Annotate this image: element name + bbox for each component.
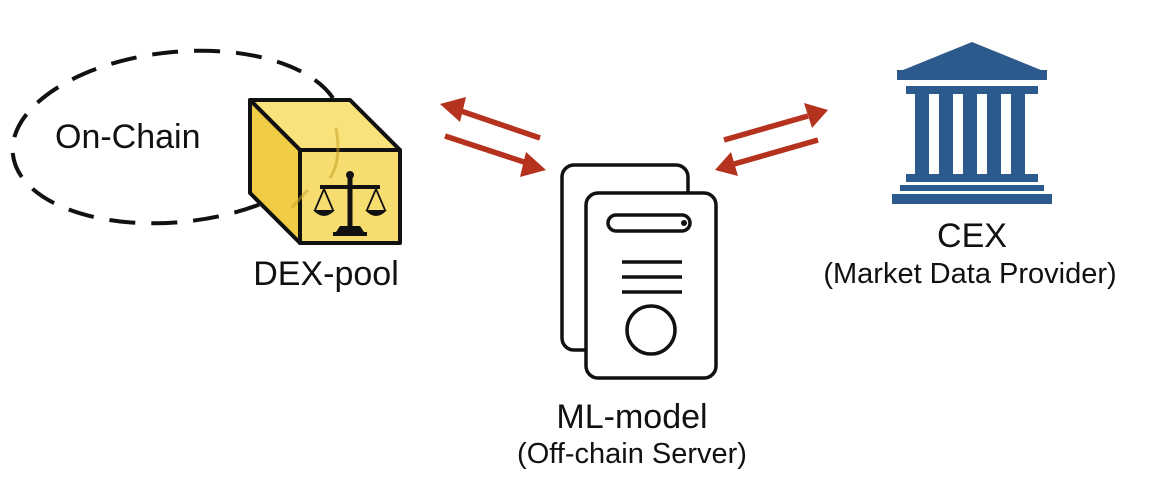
ml-model-sublabel: (Off-chain Server): [517, 438, 747, 470]
cex-label: CEX: [937, 217, 1007, 255]
arrow-dex-to-ml: [444, 133, 546, 177]
arrow-ml-to-cex: [723, 103, 828, 143]
ml-cex-bidirectional-arrows: [715, 103, 828, 176]
dex-pool-box: [248, 98, 402, 245]
scales-of-justice-icon: [313, 171, 387, 236]
ml-model-label: ML-model: [556, 398, 707, 436]
server-icon: [560, 163, 718, 380]
cex-sublabel: (Market Data Provider): [823, 258, 1116, 290]
bank-building-icon: [892, 42, 1052, 204]
arrow-cex-to-ml: [715, 137, 819, 176]
arrow-ml-to-dex: [440, 97, 541, 141]
dex-pool-label: DEX-pool: [253, 255, 399, 293]
dex-ml-bidirectional-arrows: [440, 97, 546, 177]
on-chain-label: On-Chain: [55, 118, 201, 156]
